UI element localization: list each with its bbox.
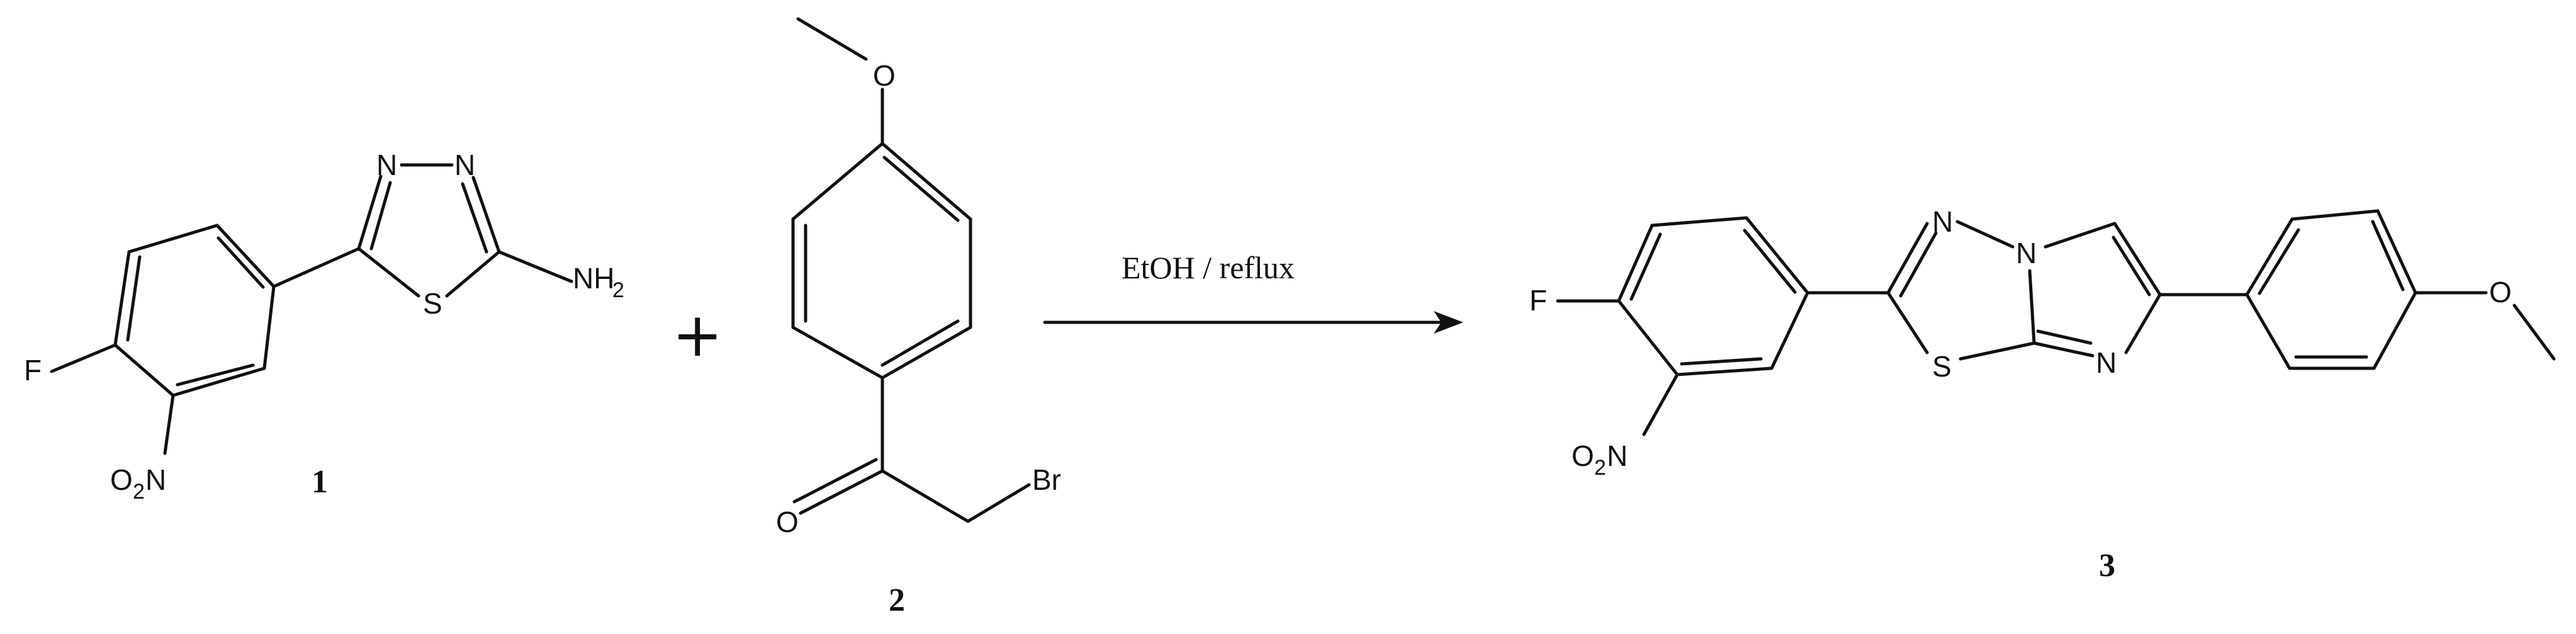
c3-nitro-n-label: N (1607, 439, 1628, 472)
c3-ring-bond (1745, 216, 1809, 295)
c3-nitrogen-ring-label: N (2096, 346, 2117, 379)
c3-ring-bond (1617, 224, 1654, 303)
compound-3-number: 3 (2099, 548, 2115, 584)
c3-methoxy-o-label: O (2489, 276, 2512, 309)
c2-ch2br-bond (966, 483, 1031, 523)
c1-amine-label: NH (573, 262, 614, 295)
c2-ring-double (882, 156, 960, 222)
c3-ring-double (1680, 357, 1763, 366)
c1-aryl-bond (272, 247, 361, 288)
c3-ring2-bond (2245, 217, 2294, 297)
c1-ring-bond (127, 224, 219, 254)
c2-methoxy-o-label: O (873, 59, 896, 92)
c1-thiadiazole-bond (357, 174, 383, 251)
c2-carbonyl-double (792, 458, 878, 504)
c2-ring-bond (791, 142, 884, 221)
c3-methyl-bond (2512, 303, 2556, 361)
c3-imidazole-bond (2032, 341, 2095, 358)
c1-thiadiazole-bond (445, 250, 501, 298)
c1-no2-bond (163, 393, 175, 455)
c1-nitrogen-a-label: N (376, 149, 397, 181)
c3-imidazole-double (2036, 329, 2093, 345)
c1-ring-bond (262, 285, 276, 370)
c2-methyl-bond (796, 17, 868, 61)
c1-ring-bond (171, 366, 266, 397)
c2-ring-bond (791, 325, 884, 380)
c2-ch2-bond (880, 469, 970, 523)
c3-ring-double (1743, 229, 1797, 294)
c3-ring-bond (1650, 216, 1748, 227)
c3-thiadiazole-double (1899, 231, 1938, 298)
c1-thiadiazole-double (461, 182, 488, 254)
c2-carbonyl-bond (799, 469, 884, 515)
c3-ring2-bond (2372, 291, 2417, 370)
c1-ring-double (176, 363, 255, 387)
c1-ring-double (217, 236, 265, 289)
c1-ring-bond (215, 224, 276, 288)
c3-nitrogen-bridge-label: N (2016, 237, 2037, 269)
c3-ring2-bond (2290, 209, 2380, 221)
c1-ring-bond (113, 250, 131, 347)
c1-f-bond (50, 343, 117, 373)
c3-nitro-o-label: O (1572, 439, 1594, 472)
reaction-conditions: EtOH / reflux (1122, 250, 1295, 285)
c1-ring-bond (113, 343, 175, 397)
c3-ring-bond (1675, 366, 1774, 376)
c2-bromine-label: Br (1032, 463, 1061, 496)
c1-thiadiazole-bond (357, 247, 420, 298)
c3-ring2-bond (2245, 293, 2292, 370)
plus-sign: + (672, 300, 723, 370)
compound-2-number: 2 (889, 582, 905, 618)
c3-fluorine-label: F (1529, 284, 1547, 317)
c1-sulfur-label: S (423, 287, 442, 320)
c3-no2-bond (1642, 373, 1679, 436)
c1-nitro-n-label: N (145, 463, 166, 496)
c3-imidazole-double (2112, 235, 2151, 297)
c1-fluorine-label: F (24, 354, 42, 387)
c3-nitro-subscript: 2 (1594, 456, 1606, 480)
c3-imidazole-bond (2044, 222, 2117, 249)
c1-amine-bond (497, 250, 573, 283)
c3-thiadiazole-bond (1886, 222, 1929, 295)
c1-thiadiazole-bond (471, 176, 501, 254)
c3-ring2-bond (2376, 209, 2417, 295)
compound-1-structure: F O 2 N N N S NH 2 1 (24, 149, 624, 504)
c1-nitrogen-b-label: N (454, 149, 475, 181)
c3-nitrogen-top-label: N (1932, 205, 1953, 238)
c1-thiadiazole-double (369, 181, 392, 251)
c3-thiadiazole-bond (1886, 291, 1929, 354)
compound-3-structure: F O 2 N N N S N O 3 (1529, 205, 2556, 584)
arrow-head (1434, 311, 1463, 334)
c2-carbonyl-o-label: O (776, 506, 799, 538)
c2-ring-bond (880, 325, 972, 380)
c2-ring-double (880, 319, 960, 367)
c3-ring-bond (1770, 291, 1809, 370)
c3-ring-bond (1617, 299, 1679, 376)
c1-nitro-subscript: 2 (133, 480, 145, 504)
c3-ring-double (1629, 232, 1662, 301)
c3-thiadiazole-bond (1955, 220, 2015, 249)
c1-ring-double (126, 255, 142, 342)
c3-sulfur-label: S (1932, 350, 1952, 383)
c3-thiadiazole-bond (1959, 341, 2036, 361)
c3-imidazole-bond (2124, 293, 2162, 354)
c1-amine-subscript: 2 (612, 278, 624, 302)
c3-thiadiazole-bond (2028, 269, 2036, 345)
compound-1-number: 1 (312, 464, 328, 500)
c3-ring2-double (2258, 228, 2300, 295)
c3-imidazole-bond (2113, 222, 2162, 297)
reaction-arrow: EtOH / reflux (1043, 250, 1463, 334)
c2-ring-bond (880, 142, 972, 221)
c3-ring2-double (2371, 220, 2405, 292)
compound-2-structure: O O Br 2 (776, 17, 1061, 618)
c1-nitro-o-label: O (110, 463, 133, 496)
